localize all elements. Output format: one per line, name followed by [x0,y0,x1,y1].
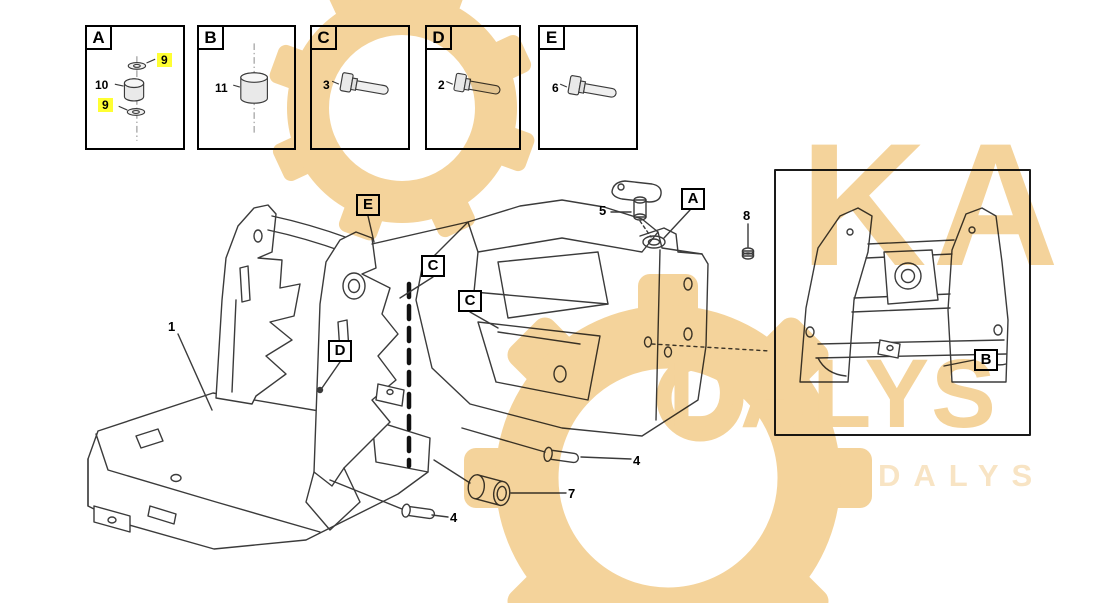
part-label-9-top: 9 [157,53,172,68]
nut-part [741,247,755,260]
diagram-label-e: E [356,194,380,216]
diagram-label-c-upper: C [421,255,445,277]
callout-4-bolt-lower: 4 [450,510,458,525]
bolt-part-mid [543,446,580,464]
pin-part [611,180,662,238]
inset-detail-box [774,169,1031,436]
diagram-label-d: D [328,340,352,362]
callout-1-frame: 1 [168,319,176,334]
legend-box-d: D 2 [425,25,521,150]
part-label-3: 3 [323,78,330,92]
main-frame-body [371,199,709,437]
diagram-label-a: A [681,188,705,210]
callout-5-pin: 5 [599,203,607,218]
callout-4-bolt-mid: 4 [633,453,641,468]
diagram-label-c-lower: C [458,290,482,312]
legend-letter-e: E [538,25,565,50]
bushing-art [233,43,268,135]
part-label-6: 6 [552,81,559,95]
cross-beam [271,215,349,239]
part-label-9-bottom: 9 [98,98,113,113]
part-label-11: 11 [215,81,228,95]
callout-7-bushing: 7 [568,486,576,501]
legend-letter-a: A [85,25,112,50]
left-tower-plate [215,204,301,405]
legend-box-b: B 11 [197,25,296,150]
legend-box-e: E 6 [538,25,638,150]
center-tower-plate [305,231,405,531]
part-label-10: 10 [95,78,109,92]
legend-box-a: A 9 10 9 [85,25,185,150]
bushing-part [467,474,511,507]
washer-bushing-washer-art [114,56,156,141]
bolt-art [559,75,617,98]
bolt-part-lower [401,503,436,520]
part-label-2: 2 [438,78,445,92]
legend-box-c: C 3 [310,25,410,150]
callout-8-nut: 8 [743,208,751,223]
legend-letter-b: B [197,25,224,50]
diagram-label-b-inset: B [974,349,998,371]
